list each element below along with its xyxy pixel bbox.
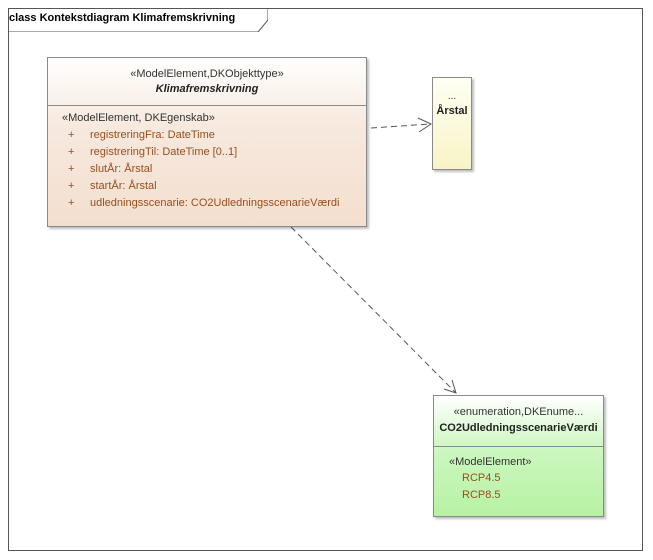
class-stereotype: «ModelElement,DKObjekttype» <box>130 68 284 80</box>
literal-compartment: «ModelElement» RCP4.5 RCP8.5 <box>434 446 603 504</box>
literal-group-stereotype: «ModelElement» <box>449 456 532 468</box>
class-ellipsis: ... <box>447 91 457 102</box>
attribute-visibility: + <box>68 163 75 175</box>
dependency-klima-enum[interactable] <box>290 226 456 393</box>
enumeration-name: CO2UdledningsscenarieVærdi <box>439 422 598 434</box>
class-header: «ModelElement,DKObjekttype» Klimafremskr… <box>48 58 366 105</box>
frame-title-tab <box>8 8 268 32</box>
class-aarstal[interactable]: ... Årstal <box>432 77 472 170</box>
attribute-row[interactable]: + registreringFra: DateTime <box>62 127 366 144</box>
attribute-text: registreringTil: DateTime [0..1] <box>90 146 238 158</box>
enumeration-stereotype: «enumeration,DKEnume... <box>453 406 584 418</box>
enum-literal[interactable]: RCP4.5 <box>462 472 501 484</box>
frame-tab-shape <box>8 8 268 32</box>
class-name: Klimafremskrivning <box>155 83 259 95</box>
attribute-visibility: + <box>68 197 75 209</box>
attribute-row[interactable]: + slutÅr: Årstal <box>62 161 366 178</box>
class-header: ... Årstal <box>433 78 471 124</box>
attribute-group-stereotype: «ModelElement, DKEgenskab» <box>62 112 215 124</box>
arrowhead-aarstal <box>417 117 433 133</box>
attribute-row[interactable]: + registreringTil: DateTime [0..1] <box>62 144 366 161</box>
diagram-frame <box>8 8 643 551</box>
attribute-row[interactable]: + udledningsscenarie: CO2Udledningsscena… <box>62 195 366 212</box>
attribute-visibility: + <box>68 180 75 192</box>
class-klimafremskrivning[interactable]: «ModelElement,DKObjekttype» Klimafremskr… <box>47 57 367 227</box>
class-name: Årstal <box>436 105 468 117</box>
enumeration-co2udledningsscenarievaerdi[interactable]: «enumeration,DKEnume... CO2Udledningssce… <box>433 395 604 517</box>
dependency-klima-aarstal[interactable] <box>370 123 431 129</box>
attribute-text: registreringFra: DateTime <box>90 129 215 141</box>
attribute-text: slutÅr: Årstal <box>90 163 153 175</box>
attribute-compartment: «ModelElement, DKEgenskab» + registrerin… <box>48 105 366 212</box>
enumeration-header: «enumeration,DKEnume... CO2Udledningssce… <box>434 396 603 446</box>
frame-title: class Kontekstdiagram Klimafremskrivning <box>9 12 236 24</box>
attribute-text: udledningsscenarie: CO2Udledningsscenari… <box>90 197 340 209</box>
attribute-visibility: + <box>68 129 75 141</box>
attribute-text: startÅr: Årstal <box>90 180 157 192</box>
attribute-visibility: + <box>68 146 75 158</box>
arrowhead-enum <box>443 379 457 394</box>
attribute-row[interactable]: + startÅr: Årstal <box>62 178 366 195</box>
enum-literal[interactable]: RCP8.5 <box>462 489 501 501</box>
